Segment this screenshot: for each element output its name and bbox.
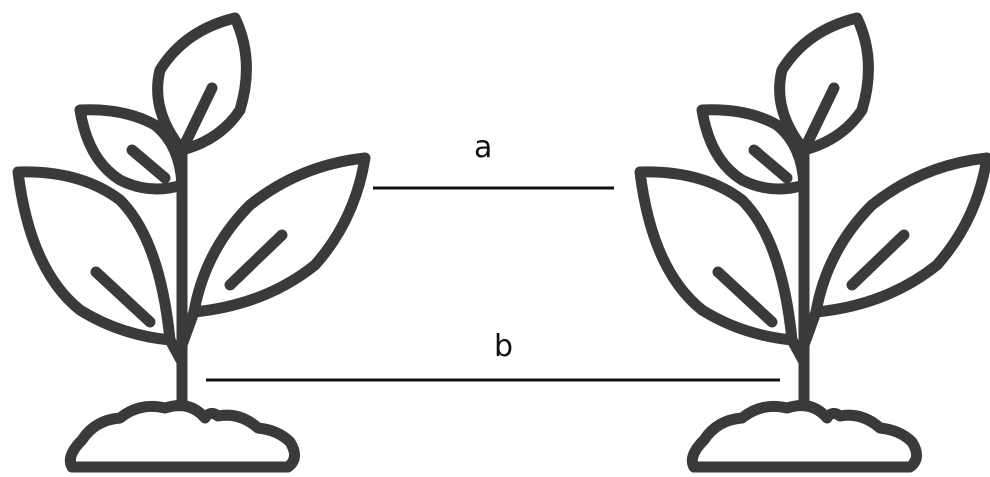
plant-left-icon xyxy=(18,18,365,467)
distance-label-a: a xyxy=(474,130,493,165)
distance-label-b: b xyxy=(494,329,514,364)
plant-right-icon xyxy=(640,18,987,467)
